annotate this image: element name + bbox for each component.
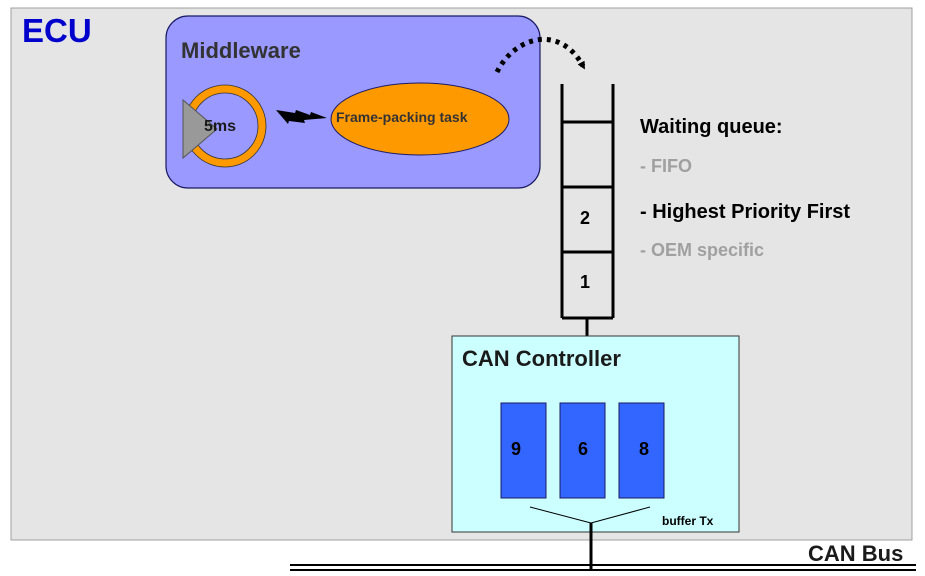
can-controller-label: CAN Controller [462, 346, 621, 371]
frame-packing-task-ellipse [330, 82, 510, 156]
waiting-queue [560, 84, 615, 336]
waiting-queue-title: Waiting queue: [640, 116, 783, 138]
tx-buffer-value: 6 [578, 439, 589, 459]
policy-oem-specific: - OEM specific [640, 240, 765, 260]
tx-buffer-slot [500, 402, 547, 499]
tx-buffer-value: 9 [511, 439, 522, 459]
enqueue-arrow [494, 36, 586, 74]
buffer-tx-label: buffer Tx [662, 514, 714, 528]
queue-slot-label: 1 [580, 272, 591, 292]
policy-fifo: - FIFO [640, 156, 692, 176]
tx-buffer-value: 8 [639, 439, 650, 459]
tx-buffer-slot [559, 402, 606, 499]
middleware-label: Middleware [181, 38, 301, 63]
can-bus-line [290, 564, 916, 571]
tx-buffer-slot [618, 402, 665, 499]
policy-highest-priority-first: - Highest Priority First [640, 201, 851, 223]
timer-label: 5ms [204, 118, 237, 135]
trigger-arrow-icon [276, 110, 327, 124]
ecu-label: ECU [22, 12, 92, 49]
queue-slot-label: 2 [580, 208, 591, 228]
frame-packing-task-label: Frame-packing task [336, 109, 468, 125]
cycle-timer-icon [182, 84, 267, 168]
buffer-merge-lines [529, 506, 651, 524]
can-bus-label: CAN Bus [808, 541, 904, 566]
